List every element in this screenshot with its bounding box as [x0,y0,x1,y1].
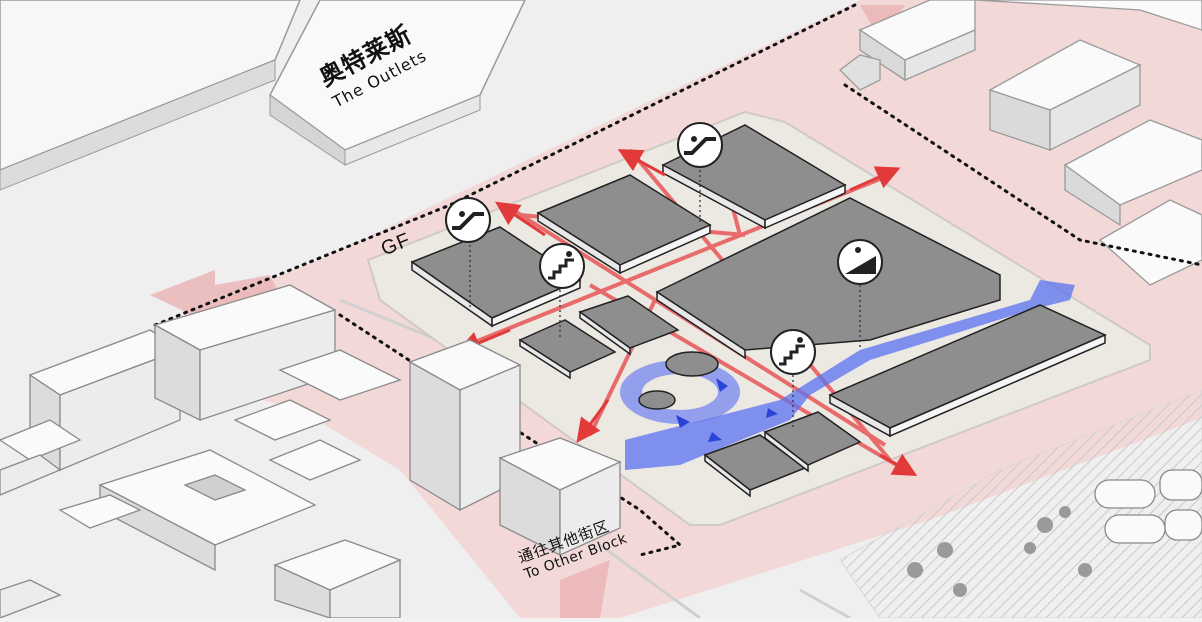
escalator-icon [678,123,722,167]
ramp-person-icon [838,240,882,284]
stairs-up-person-icon [771,330,815,374]
stairs-up-person-icon [540,244,584,288]
escalator-icon [446,198,490,242]
